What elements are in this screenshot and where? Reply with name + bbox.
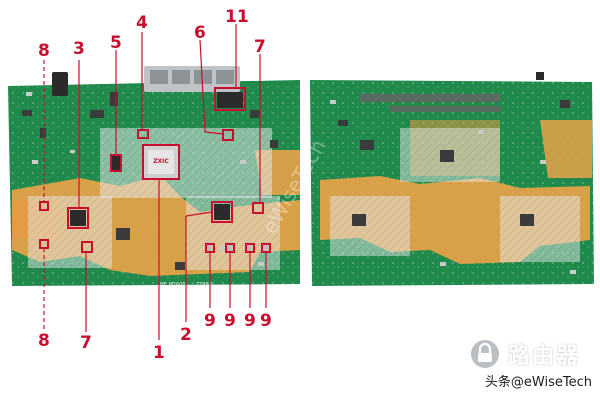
brand-text: 路由器 (508, 344, 581, 369)
brand-logo: 路由器 (470, 336, 590, 372)
callout-markers (39, 24, 271, 340)
callout-9-b: 9 (224, 311, 236, 331)
callout-6: 6 (194, 23, 206, 43)
router-logo-icon (471, 340, 499, 368)
callout-4: 4 (136, 13, 148, 33)
callout-labels: 1 2 3 4 5 6 7 7 8 8 9 9 9 9 11 (38, 7, 272, 363)
callout-8-bottom: 8 (38, 331, 50, 351)
callout-1: 1 (153, 343, 165, 363)
callout-9-c: 9 (244, 311, 256, 331)
callout-8-top: 8 (38, 41, 50, 61)
ram-chip (110, 156, 120, 172)
main-soc-chip: ZXIC (143, 145, 179, 179)
callout-7-bottom: 7 (80, 333, 92, 353)
soc-logo-text: ZXIC (153, 158, 169, 165)
ethernet-ports (144, 66, 240, 92)
pcb-back (310, 72, 594, 286)
wifi-chip-2g (70, 210, 86, 226)
callout-7-top: 7 (254, 37, 266, 57)
silk-bottom: NE M2600 (160, 282, 186, 288)
wifi-chip-5g (214, 204, 230, 220)
pcb-front: ZXIC NE M2600 ZT488 (8, 66, 300, 288)
callout-9-d: 9 (260, 311, 272, 331)
callout-9-a: 9 (204, 311, 216, 331)
callout-2: 2 (180, 325, 192, 345)
callout-11: 11 (225, 7, 249, 27)
flash-chip (217, 92, 243, 108)
silk-bottom-right: ZT488 (196, 282, 212, 288)
shield-center (100, 128, 272, 198)
callout-3: 3 (73, 39, 85, 59)
dc-jack (52, 72, 68, 96)
callout-5: 5 (110, 33, 122, 53)
credit-text: 头条@eWiseTech (484, 375, 592, 390)
